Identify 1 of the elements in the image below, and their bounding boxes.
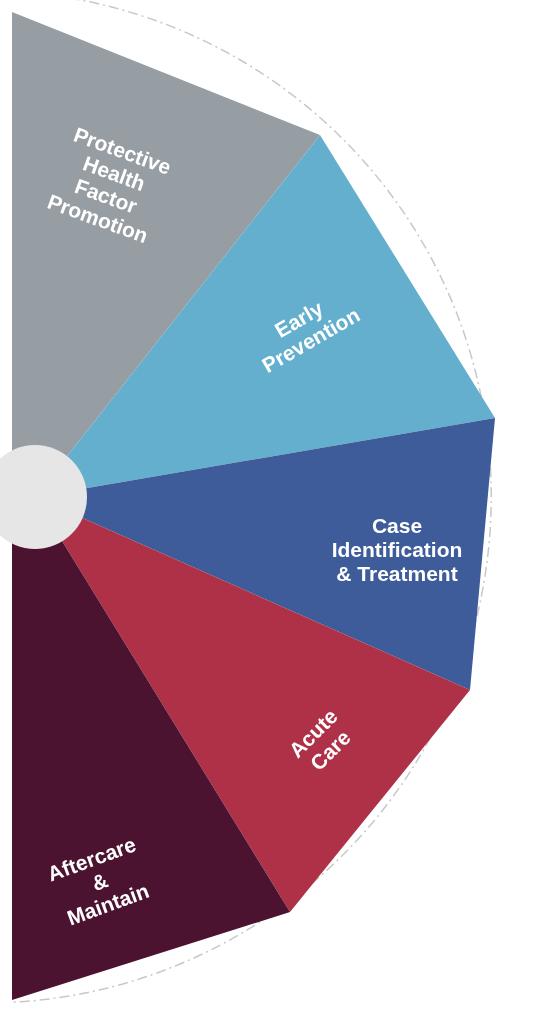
segment-label: Case Identification & Treatment [330, 513, 464, 587]
